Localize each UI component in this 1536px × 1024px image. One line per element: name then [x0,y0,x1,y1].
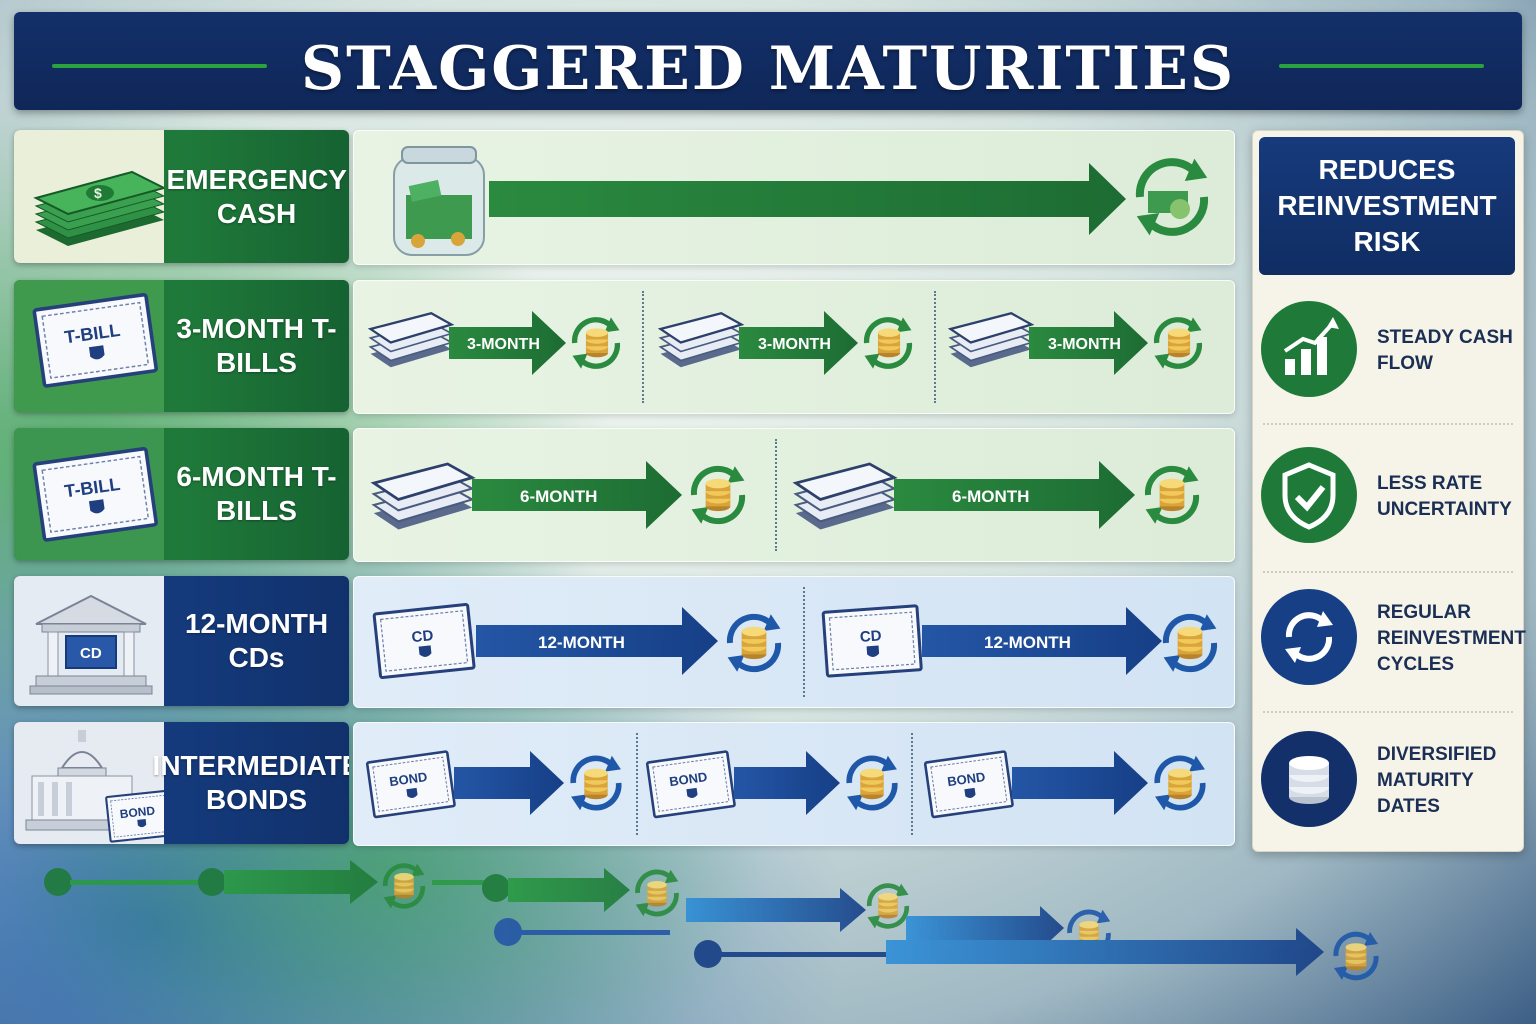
maturity-segment: CD 12-MONTH [372,602,780,680]
benefit-text: STEADY CASH FLOW [1377,327,1513,374]
flow-line-green [44,860,678,916]
maturity-segment: 6-MONTH [372,461,745,531]
coin-stack-icon [1167,328,1191,358]
coin-stack-icon [584,768,608,800]
timeline-intermediate-bonds: BOND BOND BOND [353,722,1235,846]
maturity-segment: 3-MONTH [369,311,620,375]
row-label-text: INTERMEDIATE BONDS [152,750,349,815]
timeline-3-month: 3-MONTH 3-MONTH 3-MONTH [353,280,1235,414]
segment-label: 12-MONTH [984,633,1071,652]
maturity-segment: 3-MONTH [949,311,1202,375]
divider [911,733,913,835]
timeline-6-month: 6-MONTH 6-MONTH [353,428,1235,562]
cd-text: CD [411,627,434,646]
divider [803,587,805,697]
benefit-regular-reinvestment-cycles: REGULAR REINVESTMENT CYCLES [1253,579,1526,699]
bond-text: BOND [946,769,986,789]
coin-stack-icon [1177,626,1203,660]
reinvest-cycle-icon [1137,159,1207,236]
coin-stack-icon [1168,768,1192,800]
benefit-diversified-maturity-dates: DIVERSIFIED MATURITY DATES [1253,721,1523,841]
arrow [454,751,564,815]
svg-text:$: $ [94,185,102,201]
cash-stack-icon: $ [14,130,167,263]
divider [642,291,644,403]
t-bill-icon: T-BILL [14,428,164,560]
benefit-less-rate-uncertainty: LESS RATE UNCERTAINTY [1253,437,1523,557]
bond-text: BOND [119,804,156,822]
flow-line-blue [494,884,1378,980]
timeline-12-month: CD 12-MONTH CD 12-MONTH [353,576,1235,708]
row-label-text: 12-MONTH CDs [184,608,329,673]
segment-label: 6-MONTH [520,487,597,506]
benefit-text: REGULAR REINVESTMENT CYCLES [1377,602,1526,675]
divider [934,291,936,403]
segment-label: 12-MONTH [538,633,625,652]
arrow [489,163,1126,235]
bond-text: BOND [388,769,428,789]
row-label-text: 6-MONTH T-BILLS [176,461,337,526]
maturity-segment: BOND [645,750,897,819]
timeline-emergency-cash [353,130,1235,265]
bank-icon: CD [14,576,164,706]
capitol-icon: BOND [14,722,178,844]
benefit-steady-cash-flow: STEADY CASH FLOW [1253,291,1523,411]
maturity-segment: CD 12-MONTH [821,604,1216,678]
divider [636,733,638,835]
benefit-text: LESS RATE UNCERTAINTY [1377,473,1512,520]
refresh-cycle-icon [1261,589,1357,685]
panel-heading: REDUCES REINVESTMENT RISK [1259,137,1515,275]
bar-chart-up-icon [1261,301,1357,397]
maturity-segment: 6-MONTH [794,461,1199,531]
shield-check-icon [1261,447,1357,543]
title-right-rule [1279,64,1484,68]
divider [775,439,777,551]
maturity-segment: BOND [923,750,1205,819]
benefit-text: DIVERSIFIED MATURITY DATES [1377,744,1497,817]
maturity-segment: BOND [365,750,621,819]
arrow [734,751,840,815]
coin-stack-icon [877,328,901,358]
arrow [739,311,858,375]
coin-stack-icon [1261,731,1357,827]
bond-text: BOND [668,769,708,789]
emergency-cash-flow [393,146,1234,256]
separator [1263,423,1513,425]
arrow [922,607,1162,675]
row-label-12-month-cds: CD 12-MONTH CDs [14,576,349,706]
row-label-3-month-t-bills: T-BILL 3-MONTH T-BILLS [14,280,349,412]
cd-text: CD [859,627,882,645]
arrow [894,461,1135,529]
cd-text: CD [80,645,102,662]
benefits-panel: REDUCES REINVESTMENT RISK STEADY CASH FL… [1252,130,1526,852]
separator [1263,571,1513,573]
page-title: STAGGERED MATURITIES [300,34,1236,104]
row-label-text: 3-MONTH T-BILLS [176,313,337,378]
maturity-segment: 3-MONTH [659,311,912,375]
row-label-emergency-cash: $ EMERGENCY CASH [14,130,349,263]
arrow [472,461,682,529]
coin-stack-icon [860,768,884,800]
coin-stack-icon [705,478,731,512]
segment-label: 3-MONTH [467,336,540,353]
row-label-text: EMERGENCY CASH [166,163,347,229]
arrow [449,311,566,375]
title-left-rule [52,64,267,68]
row-label-6-month-t-bills: T-BILL 6-MONTH T-BILLS [14,428,349,560]
t-bill-icon: T-BILL [14,280,164,412]
separator [1263,711,1513,713]
segment-label: 3-MONTH [758,336,831,353]
coin-stack-icon [741,626,767,660]
coin-stack-icon [1159,478,1185,512]
segment-label: 6-MONTH [952,487,1029,506]
title-banner: STAGGERED MATURITIES [14,12,1522,110]
segment-label: 3-MONTH [1048,336,1121,353]
cash-jar-icon [393,146,485,256]
arrow [476,607,718,675]
arrow [1012,751,1148,815]
coin-stack-icon [585,328,609,358]
staggered-flow-illustration [44,860,1536,1024]
row-label-intermediate-bonds: BOND INTERMEDIATE BONDS [14,722,349,844]
arrow [1029,311,1148,375]
